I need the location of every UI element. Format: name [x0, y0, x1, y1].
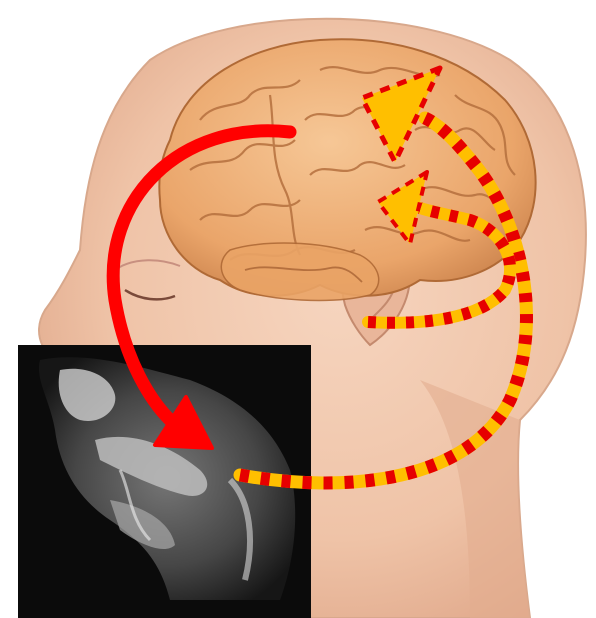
head-brain-diagram: [0, 0, 596, 618]
illustration-stage: [0, 0, 596, 618]
